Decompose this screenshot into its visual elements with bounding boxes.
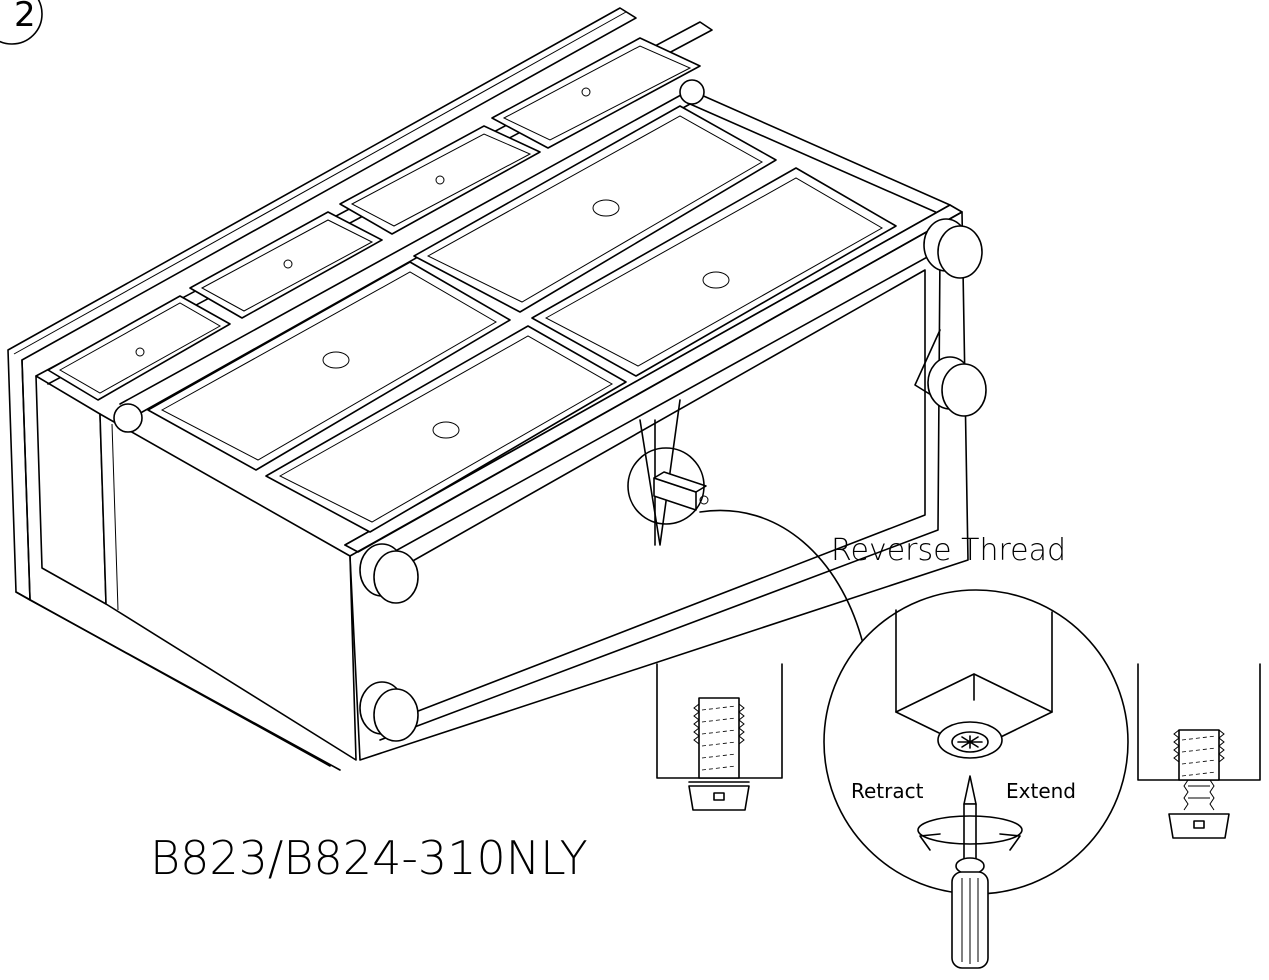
leveler-extended	[1137, 663, 1261, 839]
drawer-small-2	[189, 211, 383, 319]
leveler-retracted	[656, 663, 783, 811]
leveling-foot-front-right-bottom	[927, 356, 987, 417]
post-left-top	[113, 403, 143, 433]
extend-label: Extend	[1006, 779, 1076, 803]
dresser-back-panel	[99, 413, 357, 761]
leveling-foot-front-left-top	[359, 543, 419, 604]
rotation-arrow-icon	[917, 815, 1023, 851]
detail-leader-line	[699, 509, 863, 641]
drawer-small-3	[339, 125, 541, 235]
retract-label: Retract	[851, 779, 924, 803]
leveling-foot-front-right-top	[923, 218, 983, 279]
drawer-large-1	[147, 261, 511, 471]
step-badge: 2	[0, 0, 43, 45]
detail-magnified-view: Retract Extend	[823, 589, 1129, 969]
drawer-large-2	[413, 105, 777, 313]
post-right-top	[679, 79, 705, 105]
drawer-small-4	[491, 37, 701, 149]
leveling-foot-front-left-bottom	[359, 681, 419, 742]
model-number-label: B823/B824-310NLY	[150, 831, 588, 885]
drawer-large-3	[265, 325, 627, 533]
drawer-large-4	[531, 167, 897, 377]
reverse-thread-label: Reverse Thread	[831, 533, 1066, 568]
dresser-side-panel	[35, 375, 107, 605]
center-leveler	[627, 447, 863, 641]
step-number: 2	[14, 0, 36, 35]
front-apron	[349, 211, 969, 761]
detail-callout-circle	[627, 447, 705, 525]
dresser-body	[7, 7, 969, 771]
drawer-small-1	[47, 295, 231, 401]
screwdriver-icon	[951, 775, 989, 969]
